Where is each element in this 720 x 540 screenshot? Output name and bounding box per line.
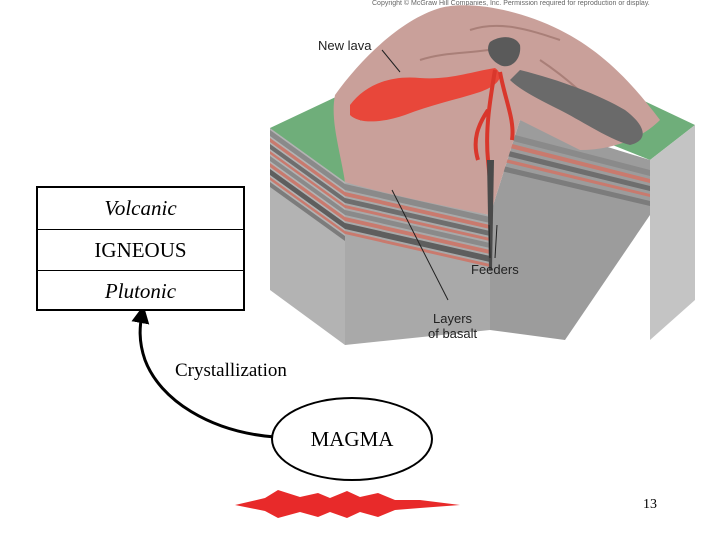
layers-label-line2: of basalt — [428, 326, 478, 341]
layers-callout-line — [391, 189, 449, 301]
volcanic-row: Volcanic — [104, 196, 177, 220]
magma-label: MAGMA — [310, 426, 394, 451]
igneous-rock-table: Volcanic IGNEOUS Plutonic — [36, 186, 245, 311]
basalt-layers-front — [345, 184, 490, 267]
feeders-callout-line-b — [494, 224, 498, 259]
plutonic-row: Plutonic — [38, 270, 243, 311]
block-far-right-face — [650, 125, 695, 340]
new-lava-flow — [350, 68, 500, 122]
crystallization-label: Crystallization — [175, 360, 287, 381]
basalt-layers-left — [270, 130, 345, 241]
ground-surface-left — [270, 95, 345, 182]
heat-burst-icon — [235, 490, 460, 518]
feeder-conduit — [487, 160, 494, 270]
feeders-callout-line-a — [488, 224, 491, 259]
new-lava-callout-line — [381, 49, 401, 73]
layers-label-line1: Layers — [433, 311, 473, 326]
magma-node: MAGMA — [271, 397, 433, 481]
feeders-label: Feeders — [471, 262, 519, 277]
page-number: 13 — [643, 497, 657, 512]
crystallization-arrow — [131, 305, 276, 439]
old-lava-flow-vent — [488, 37, 521, 67]
new-lava-label: New lava — [318, 38, 372, 53]
igneous-row: IGNEOUS — [38, 229, 243, 270]
basalt-layers-right — [501, 135, 650, 206]
volcano-cone — [333, 5, 660, 215]
old-lava-flow-right — [510, 70, 643, 145]
copyright-notice: Copyright © McGraw Hill Companies, Inc. … — [372, 0, 650, 7]
